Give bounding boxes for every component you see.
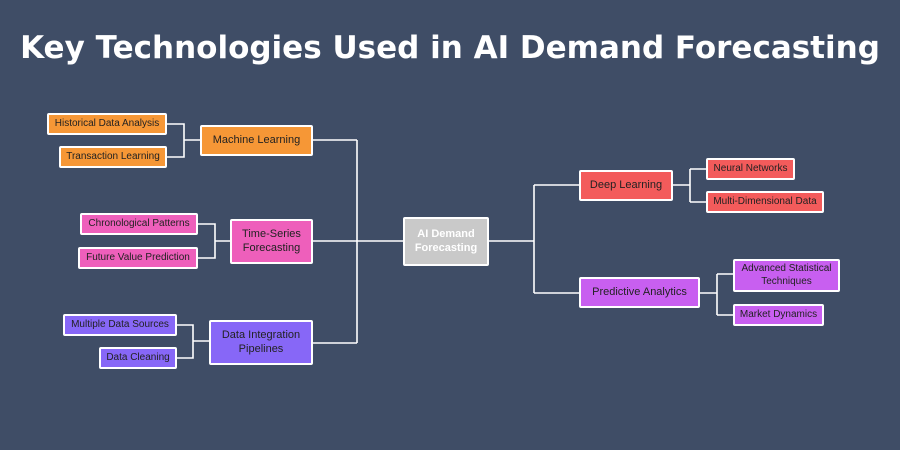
leaf-transaction-learning[interactable]: Transaction Learning bbox=[59, 146, 167, 168]
leaf-multi-dimensional-data[interactable]: Multi-Dimensional Data bbox=[706, 191, 824, 213]
connector-ts-leaves bbox=[198, 223, 230, 259]
connector-ml-leaves bbox=[167, 123, 200, 158]
branch-time-series-forecasting[interactable]: Time-Series Forecasting bbox=[230, 219, 313, 264]
branch-deep-learning[interactable]: Deep Learning bbox=[579, 170, 673, 201]
leaf-multiple-data-sources[interactable]: Multiple Data Sources bbox=[63, 314, 177, 336]
connector-di-leaves bbox=[177, 324, 209, 359]
center-node[interactable]: AI Demand Forecasting bbox=[403, 217, 489, 266]
connector-dl-leaves bbox=[673, 168, 706, 203]
leaf-neural-networks[interactable]: Neural Networks bbox=[706, 158, 795, 180]
branch-machine-learning[interactable]: Machine Learning bbox=[200, 125, 313, 156]
connector-pa-leaves bbox=[700, 273, 733, 316]
diagram-title: Key Technologies Used in AI Demand Forec… bbox=[20, 30, 880, 66]
branch-predictive-analytics[interactable]: Predictive Analytics bbox=[579, 277, 700, 308]
leaf-market-dynamics[interactable]: Market Dynamics bbox=[733, 304, 824, 326]
branch-data-integration-pipelines[interactable]: Data Integration Pipelines bbox=[209, 320, 313, 365]
leaf-historical-data-analysis[interactable]: Historical Data Analysis bbox=[47, 113, 167, 135]
leaf-chronological-patterns[interactable]: Chronological Patterns bbox=[80, 213, 198, 235]
leaf-future-value-prediction[interactable]: Future Value Prediction bbox=[78, 247, 198, 269]
leaf-data-cleaning[interactable]: Data Cleaning bbox=[99, 347, 177, 369]
leaf-advanced-statistical-techniques[interactable]: Advanced Statistical Techniques bbox=[733, 259, 840, 292]
